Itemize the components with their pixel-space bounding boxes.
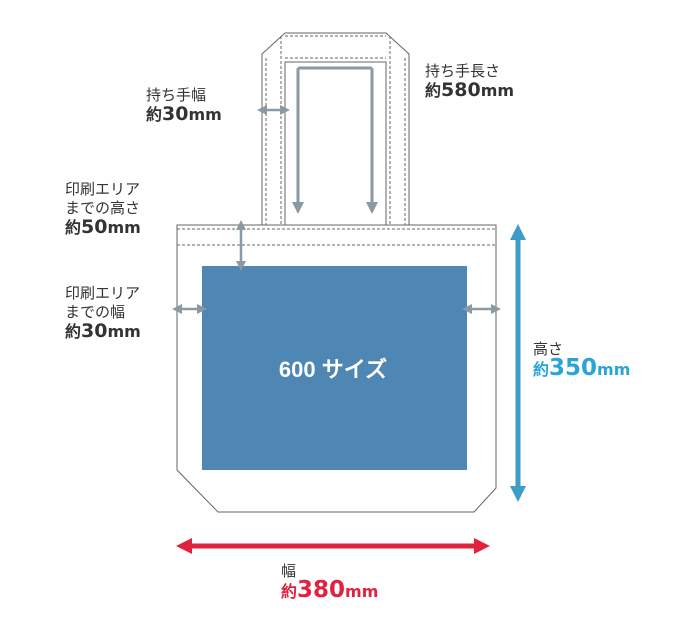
print-side-margin-number: 30 — [81, 320, 108, 342]
handle-width-title: 持ち手幅 — [146, 86, 207, 104]
bag-width-prefix: 約 — [281, 582, 298, 601]
print-top-margin-title-1: 印刷エリア — [65, 180, 141, 198]
handle-length-arrows — [292, 66, 378, 214]
bag-height-number: 350 — [549, 355, 598, 381]
bag-width-value: 約380mm — [281, 579, 379, 602]
bag-width-label: 幅 約380mm — [281, 562, 378, 602]
handle-length-value: 約580mm — [425, 81, 514, 101]
handle-length-number: 580 — [441, 79, 481, 101]
handle-width-unit: mm — [188, 105, 222, 124]
handle-length-label: 持ち手長さ 約580mm — [425, 62, 514, 101]
handle-length-prefix: 約 — [425, 81, 442, 100]
print-top-margin-prefix: 約 — [65, 218, 82, 237]
print-side-margin-label: 印刷エリア までの幅 約30mm — [65, 284, 141, 342]
handle-width-number: 30 — [162, 103, 189, 125]
print-side-margin-value: 約30mm — [65, 322, 141, 342]
print-side-margin-title-2: までの幅 — [65, 303, 126, 321]
handle-width-prefix: 約 — [146, 105, 163, 124]
print-side-margin-title-1: 印刷エリア — [65, 284, 141, 302]
print-side-margin-unit: mm — [107, 322, 141, 341]
print-side-margin-prefix: 約 — [65, 322, 82, 341]
print-top-margin-label: 印刷エリア までの高さ 約50mm — [65, 180, 141, 238]
bag-height-prefix: 約 — [533, 360, 550, 379]
print-top-margin-title-2: までの高さ — [65, 199, 141, 217]
print-top-margin-number: 50 — [81, 216, 108, 238]
bag-height-title: 高さ — [533, 340, 564, 358]
bag-height-label: 高さ 約350mm — [533, 340, 630, 380]
print-area-label: 600 サイズ — [279, 357, 387, 382]
bag-handle — [261, 32, 410, 225]
bag-width-title: 幅 — [281, 562, 297, 580]
handle-length-title: 持ち手長さ — [425, 62, 501, 80]
handle-width-label: 持ち手幅 約30mm — [146, 86, 222, 125]
bag-width-unit: mm — [345, 582, 379, 601]
bag-height-value: 約350mm — [533, 357, 631, 380]
print-area — [202, 266, 467, 470]
bag-height-unit: mm — [597, 360, 631, 379]
handle-width-value: 約30mm — [146, 105, 222, 125]
bag-hem-lines — [177, 228, 496, 246]
print-top-margin-unit: mm — [107, 218, 141, 237]
print-top-margin-value: 約50mm — [65, 218, 141, 238]
handle-length-unit: mm — [480, 81, 515, 100]
bag-width-number: 380 — [297, 577, 346, 603]
